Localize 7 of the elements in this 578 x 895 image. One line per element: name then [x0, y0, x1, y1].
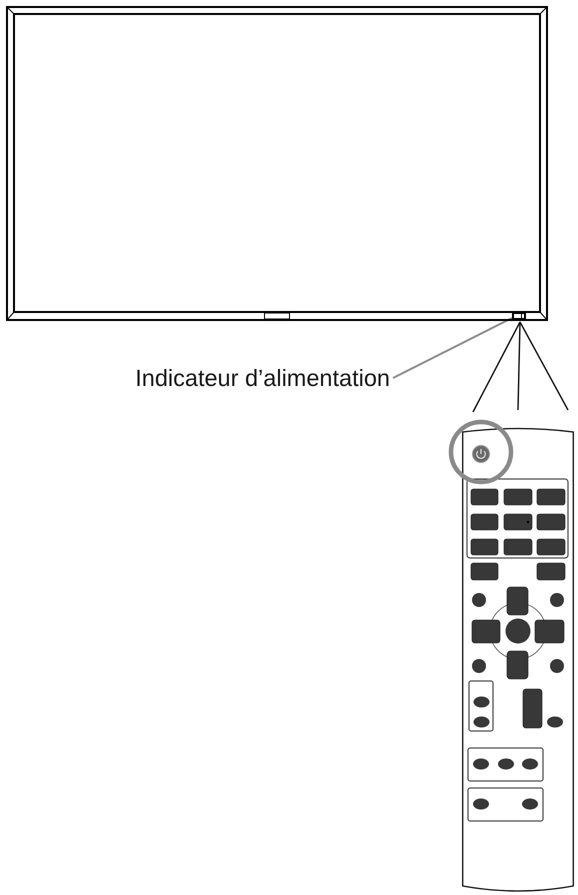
- signal-line: [472, 322, 521, 412]
- indicator-label: Indicateur d’alimentation: [134, 363, 390, 393]
- power-indicator: [512, 312, 526, 320]
- signal-line: [519, 322, 569, 410]
- monitor-drawing: [6, 6, 548, 321]
- leader-line: [392, 317, 512, 379]
- signal-line: [517, 322, 521, 410]
